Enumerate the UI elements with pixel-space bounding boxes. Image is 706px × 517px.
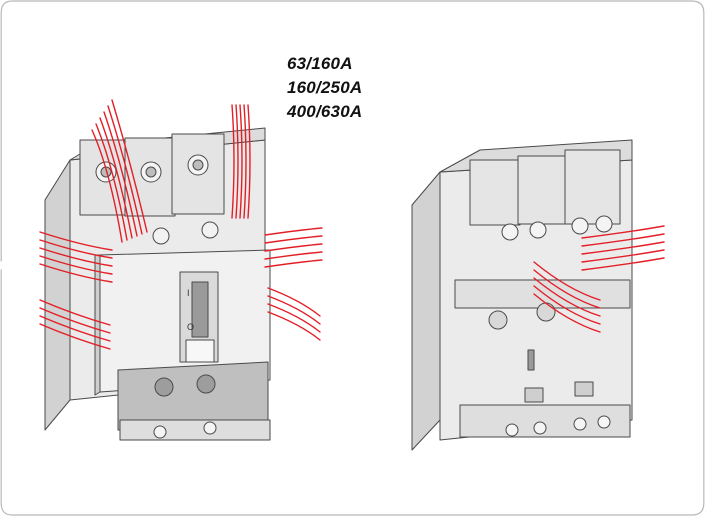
rating-label-3: 400/630A xyxy=(287,102,363,121)
svg-text:O: O xyxy=(187,322,194,332)
rating-label-2: 160/250A xyxy=(287,78,363,97)
svg-text:I: I xyxy=(187,288,190,298)
rating-label-1: 63/160A xyxy=(287,54,353,73)
rating-labels: 63/160A 160/250A 400/630A xyxy=(287,52,417,124)
